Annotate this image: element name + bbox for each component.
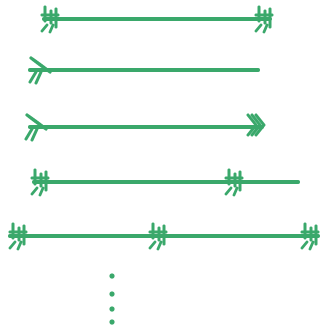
sketch-ink (10, 7, 318, 325)
arrow-row-5 (10, 224, 318, 249)
dot (109, 273, 114, 278)
fletching-mark (226, 170, 242, 195)
arrow-row-4 (32, 170, 298, 195)
fletching-mark (32, 170, 48, 195)
dot (109, 291, 114, 296)
continuation-dots (109, 273, 114, 324)
fletching-mark (302, 224, 318, 249)
fletching-mark (10, 224, 26, 249)
arrow-row-3 (26, 115, 264, 140)
arrow-row-2 (30, 58, 258, 83)
fletching-mark (150, 224, 166, 249)
fletching-mark (256, 7, 272, 32)
fletching-mark (42, 7, 58, 32)
dot (109, 319, 114, 324)
dot (109, 306, 114, 311)
arrow-row-1 (42, 7, 272, 32)
